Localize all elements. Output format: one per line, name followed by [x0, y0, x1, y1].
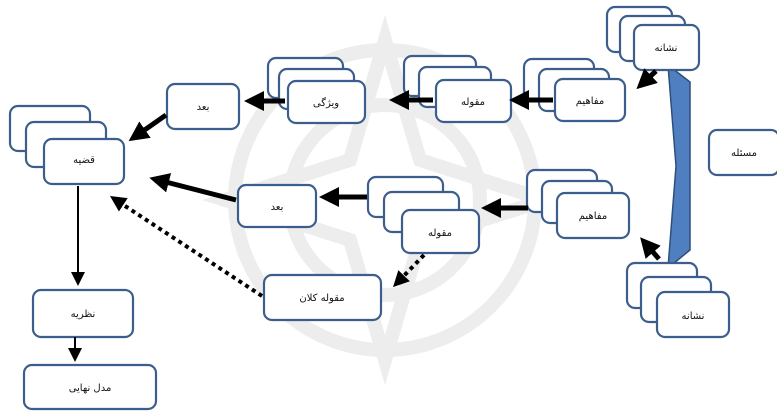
node-mafahim-bottom-label: مفاهیم: [579, 211, 607, 222]
node-neshane-top: نشانه: [605, 5, 701, 72]
node-ghazieh-label: قضیه: [73, 155, 95, 166]
node-vizhegi-label: ویژگی: [313, 97, 339, 109]
node-maghuleh-bottom-label: مقوله: [428, 228, 452, 239]
node-nazarieh-label: نظریه: [71, 309, 96, 320]
arrow-maghuleh-to-maghuleh-kalan: [393, 253, 426, 288]
arrow-bod-top-to-ghazieh: [128, 112, 168, 142]
node-maghuleh-top-label: مقوله: [461, 97, 485, 108]
node-maghuleh-kalan-label: مقوله کلان: [299, 293, 344, 304]
node-mafahim-top: مفاهیم: [522, 57, 627, 123]
node-bod-top: بعد: [165, 82, 241, 131]
arrow-maghuleh-kalan-to-ghazieh: [109, 196, 264, 298]
node-neshane-top-label: نشانه: [655, 43, 678, 54]
node-mafahim-bottom: مفاهیم: [525, 168, 631, 240]
node-neshane-bottom: نشانه: [625, 261, 731, 339]
node-bod-top-label: بعد: [197, 102, 210, 113]
arrow-bod-bottom-to-ghazieh: [149, 173, 237, 203]
arrow-neshane-bottom-to-mafahim: [640, 237, 661, 261]
node-madl-nahaei: مدل نهایی: [22, 363, 158, 411]
node-ghazieh: قضیه: [8, 104, 126, 186]
node-vizhegi: ویژگی: [266, 56, 367, 125]
node-masaleh: مسئله: [707, 128, 777, 177]
node-neshane-bottom-label: نشانه: [682, 311, 705, 322]
node-maghuleh-kalan: مقوله کلان: [262, 273, 383, 322]
arrow-neshane-top-to-mafahim: [636, 68, 658, 90]
node-masaleh-label: مسئله: [731, 148, 757, 159]
node-maghuleh-bottom: مقوله: [366, 175, 481, 255]
node-maghuleh-top: مقوله: [402, 54, 513, 124]
problem-shape: [667, 63, 691, 270]
node-bod-bottom-label: بعد: [271, 202, 284, 213]
node-madl-nahaei-label: مدل نهایی: [69, 383, 112, 394]
node-nazarieh: نظریه: [31, 288, 135, 339]
node-bod-bottom: بعد: [236, 183, 318, 229]
node-mafahim-top-label: مفاهیم: [576, 96, 604, 107]
